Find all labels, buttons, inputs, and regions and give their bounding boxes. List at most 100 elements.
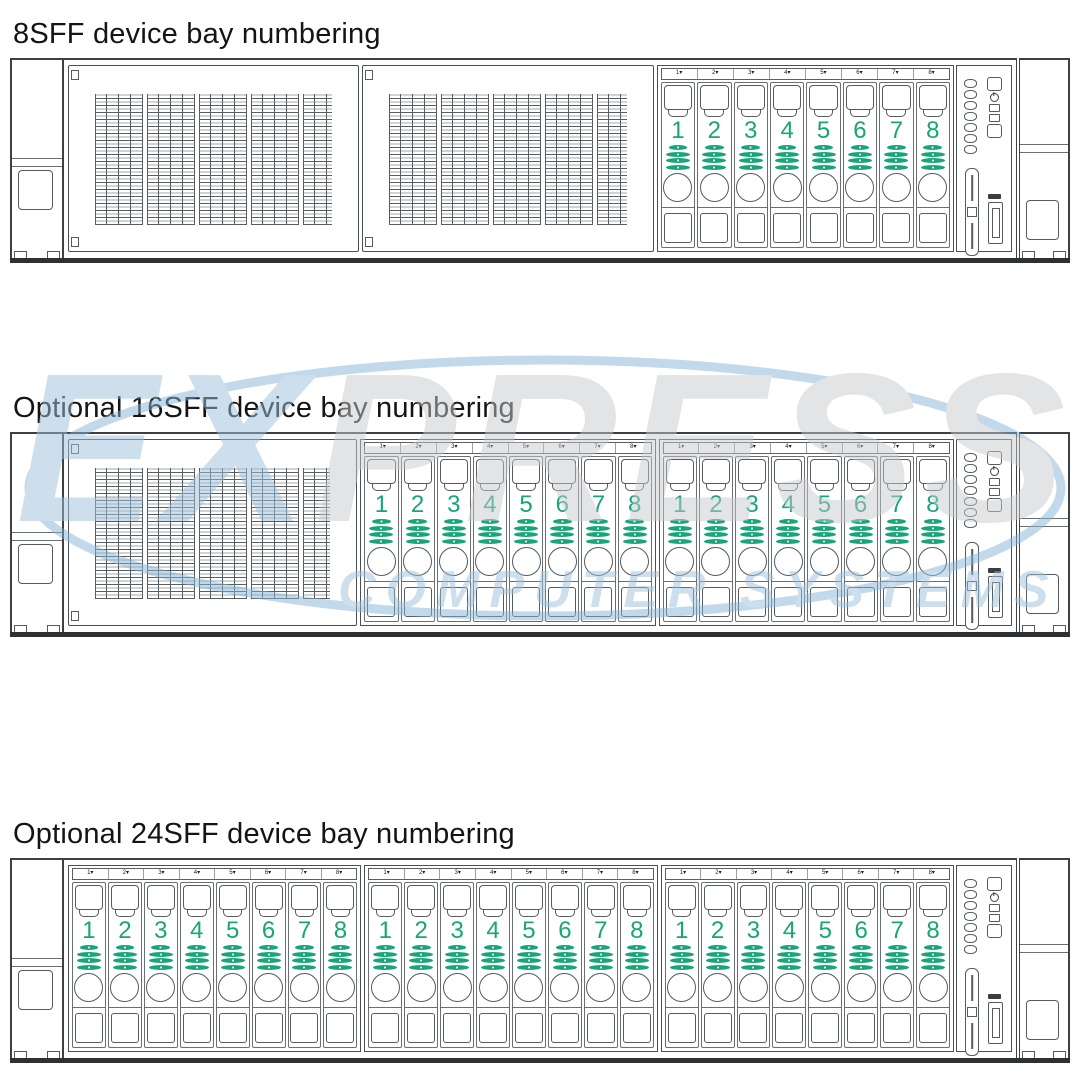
serial-pull-tab — [965, 968, 979, 1056]
uid-button — [986, 124, 1002, 138]
bay-bottom-section — [582, 581, 615, 621]
power-icon — [989, 467, 999, 476]
drive-bay: 3 — [440, 882, 475, 1048]
disk-platter — [703, 538, 728, 544]
disk-platter — [328, 951, 353, 957]
drive-handle — [475, 459, 505, 484]
disk-platter — [705, 964, 730, 970]
release-button — [478, 972, 508, 1002]
drive-bay: 6 — [545, 456, 580, 622]
drive-bay: 1 — [660, 82, 696, 248]
bay-number: 8 — [926, 917, 940, 944]
drive-handle — [811, 885, 840, 910]
release-button — [439, 546, 469, 576]
drive-handle — [663, 85, 693, 110]
disk-platter — [483, 945, 503, 950]
handle-notch — [922, 110, 943, 117]
bay-top-label: 1▾ — [369, 869, 405, 879]
disk-platter — [369, 538, 394, 544]
bay-top-label: 6▾ — [547, 869, 583, 879]
drive-handle — [736, 85, 765, 110]
bay-top-label: 5▾ — [509, 443, 545, 453]
bay-number: 3 — [744, 117, 758, 144]
bay-bottom-section — [734, 207, 767, 247]
bay-bottom-section — [843, 207, 877, 247]
handle-notch — [151, 910, 171, 917]
disk-platter — [586, 538, 611, 544]
drive-handle — [146, 885, 175, 910]
disk-platter — [588, 964, 613, 970]
handle-notch — [815, 910, 836, 917]
bay-number: 1 — [374, 491, 389, 518]
bay-bottom-section — [401, 581, 434, 621]
ear-band — [12, 532, 62, 541]
drive-bay: 7 — [583, 882, 618, 1048]
disk-platter — [740, 525, 765, 531]
release-button — [325, 972, 355, 1002]
bay-number: 6 — [854, 917, 868, 944]
bay-bottom-section — [663, 581, 696, 621]
bay-top-label: 2▾ — [698, 69, 734, 79]
ear-handle-recess — [18, 970, 53, 1010]
bay-top-label: 8▾ — [928, 70, 935, 76]
bay-number: 4 — [486, 917, 500, 944]
release-button — [918, 972, 948, 1002]
disk-platter — [220, 964, 245, 970]
disk-platter — [187, 945, 207, 950]
drive-handle — [367, 459, 396, 484]
drive-bay: 1 — [662, 456, 697, 622]
disk-platter — [815, 945, 835, 950]
disk-platter — [76, 964, 101, 970]
disk-platter — [445, 951, 470, 957]
bay-latch — [514, 1013, 543, 1043]
bay-number: 7 — [297, 917, 312, 944]
bay-top-label: 2▾ — [699, 443, 736, 453]
bay-top-label: 6▾ — [842, 69, 878, 79]
bay-latch — [665, 587, 694, 617]
usb-port — [988, 202, 1003, 244]
bay-top-label: 8▾ — [928, 444, 935, 450]
bay-top-label: 6▾ — [251, 869, 287, 879]
disk-platter — [849, 958, 874, 963]
bay-number: 2 — [410, 491, 425, 518]
bay-bottom-section — [510, 581, 543, 621]
bay-latch — [663, 213, 692, 243]
status-led — [964, 901, 977, 910]
release-button — [809, 172, 839, 202]
drive-handle — [550, 885, 579, 910]
disk-platter — [550, 532, 575, 537]
handle-notch — [552, 484, 573, 491]
disk-platter — [588, 951, 613, 957]
handle-notch — [411, 910, 431, 917]
drive-handle — [548, 459, 577, 484]
handle-notch — [483, 910, 503, 917]
bay-top-label: 1▾ — [664, 443, 700, 453]
drive-handle — [882, 85, 911, 110]
ear-handle-recess — [1026, 1000, 1059, 1040]
drive-bay: 5 — [808, 882, 843, 1048]
bay-top-label: 4▾ — [772, 869, 808, 879]
drive-handle — [512, 459, 541, 484]
disk-platter — [76, 951, 101, 957]
bay-top-label: 8▾ — [630, 444, 637, 450]
front-control-panel — [956, 65, 1012, 256]
bay-latch — [883, 1013, 912, 1043]
disk-platter — [481, 958, 506, 963]
drive-handle — [665, 459, 694, 484]
disk-platter — [76, 958, 101, 963]
drive-handle — [882, 459, 911, 484]
bay-latch — [326, 1013, 355, 1043]
drive-bay: 8 — [916, 882, 951, 1048]
disk-platter — [516, 951, 541, 957]
bay-top-label: 8▾ — [335, 870, 343, 876]
disk-platter — [405, 538, 430, 544]
bay-latch — [775, 1013, 804, 1043]
